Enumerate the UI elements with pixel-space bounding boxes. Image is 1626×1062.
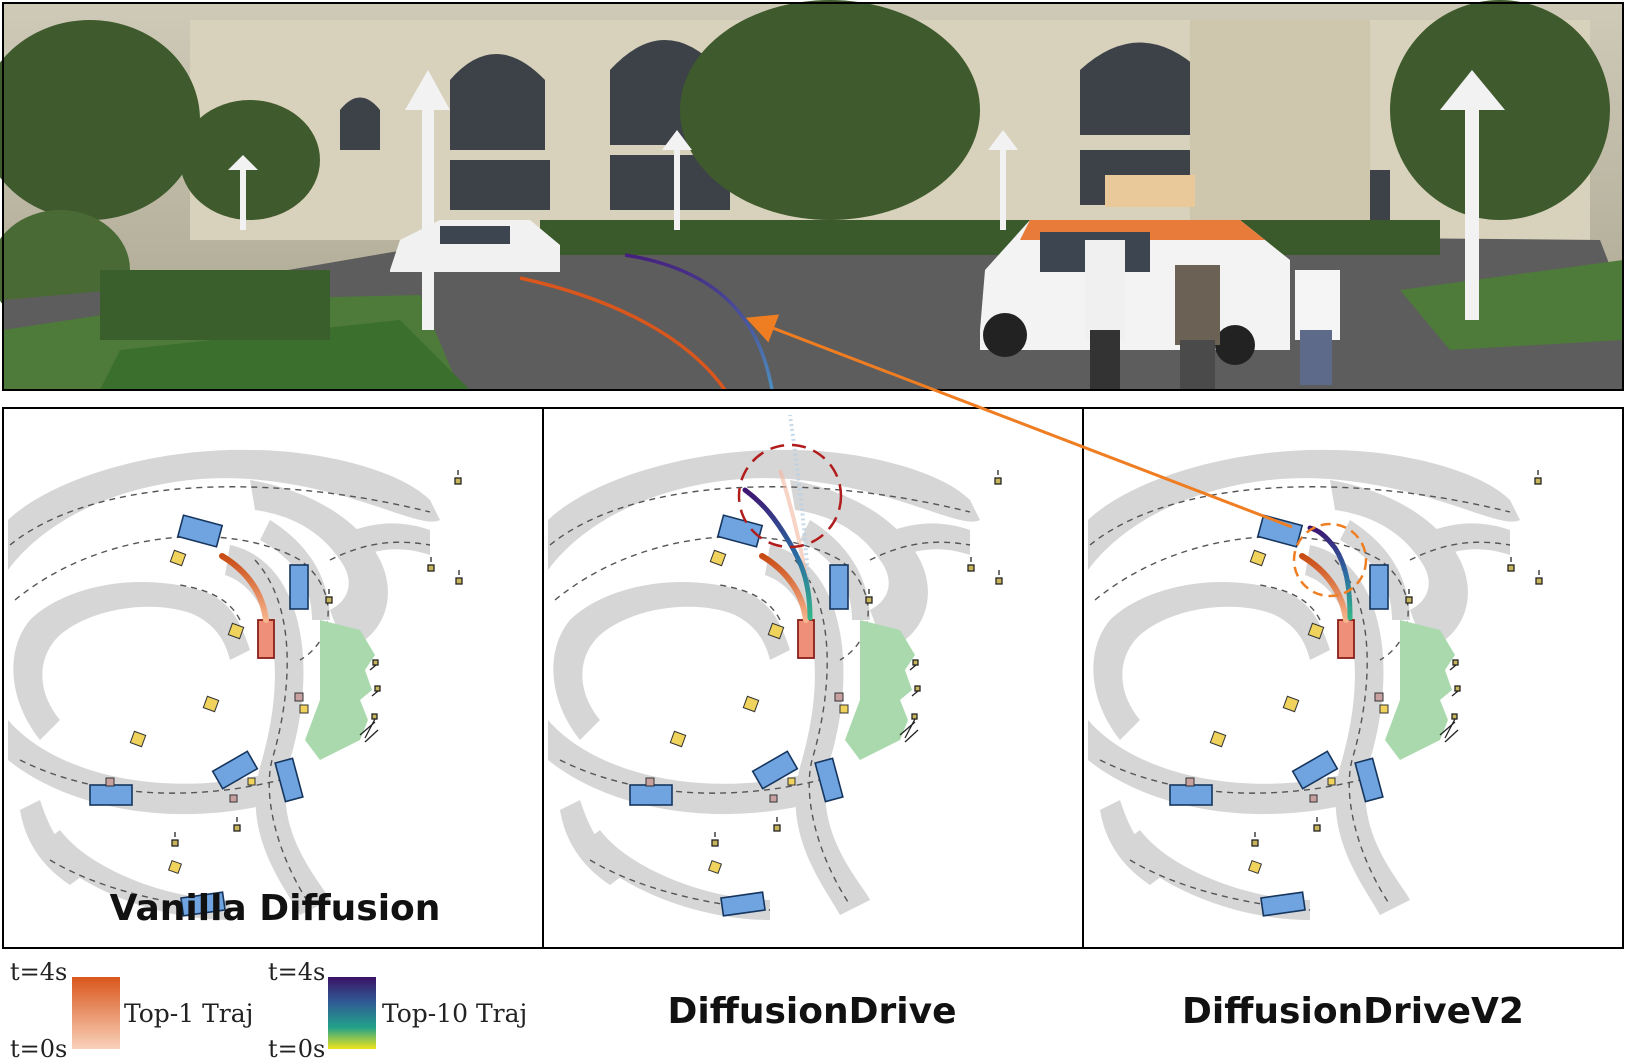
bev-panel-vanilla: Vanilla Diffusion [2, 407, 544, 949]
top1-colorbar [72, 977, 120, 1049]
svg-text:t=0s: t=0s [268, 1035, 325, 1062]
legend: t=4s t=0s Top-1 Traj t=4s t=0s Top-10 Tr… [10, 958, 527, 1062]
highlight-circle-red [737, 443, 843, 549]
camera-image [0, 0, 1624, 392]
svg-text:t=4s: t=4s [268, 958, 325, 986]
svg-text:t=0s: t=0s [10, 1035, 67, 1062]
bev-panel-diffusiondrivev2 [1082, 407, 1624, 949]
legend-top10-label: Top-10 Traj [382, 999, 527, 1028]
top10-trajectory [742, 487, 813, 621]
legend-top1-label: Top-1 Traj [124, 999, 253, 1028]
highlight-circle-orange [1292, 522, 1368, 598]
top1-trajectory [219, 553, 269, 623]
projection-arrow [745, 314, 1293, 529]
panel-title-vanilla: Vanilla Diffusion [110, 888, 441, 929]
panel-title-diffusiondrivev2: DiffusionDriveV2 [1182, 991, 1524, 1032]
panel-title-diffusiondrive: DiffusionDrive [667, 991, 956, 1032]
bev-panel-diffusiondrive [542, 407, 1084, 949]
top10-colorbar [328, 977, 376, 1049]
svg-text:t=4s: t=4s [10, 958, 67, 986]
